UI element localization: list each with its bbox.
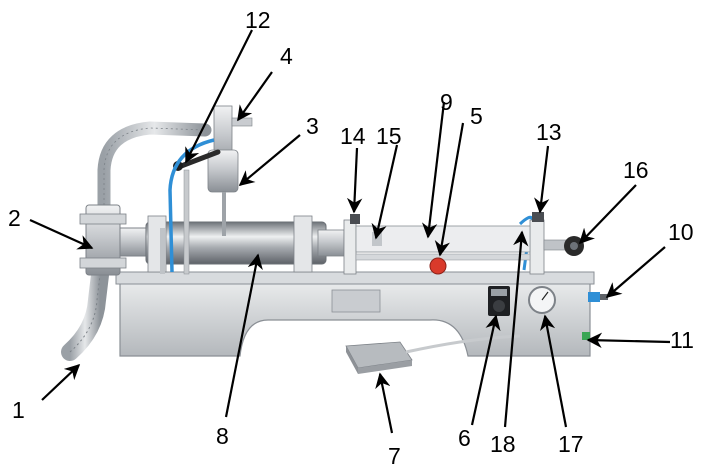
leader-7 [380,374,392,433]
callout-label-4: 4 [280,43,293,69]
leader-11 [588,340,670,342]
leader-15 [376,145,397,238]
callout-label-1: 1 [12,397,25,423]
leader-3 [240,135,300,185]
leader-16 [580,185,636,243]
fitting-13 [532,212,544,222]
filling-head [208,106,252,236]
leader-14 [354,148,357,212]
pressure-gauge [529,287,555,313]
callout-label-12: 12 [245,7,271,33]
machine-illustration [70,106,608,374]
callout-label-5: 5 [470,103,483,129]
callout-label-13: 13 [536,119,562,145]
callout-label-15: 15 [376,123,402,149]
callout-label-14: 14 [340,123,366,149]
callout-label-9: 9 [440,89,453,115]
callout-label-7: 7 [388,443,401,468]
callout-label-8: 8 [216,423,229,449]
callout-label-11: 11 [670,327,694,353]
leader-4 [238,72,272,120]
callout-label-17: 17 [558,431,584,457]
callout-label-18: 18 [490,431,516,457]
counter-display [488,286,510,316]
air-inlet [588,292,608,302]
leader-1 [42,365,79,400]
callout-label-6: 6 [458,425,471,451]
tee-valve [80,205,148,275]
leader-10 [607,247,665,297]
outlet-fitting [582,332,590,340]
foot-pedal [346,342,412,374]
callout-label-10: 10 [668,219,694,245]
red-knob [430,258,446,274]
handwheel [544,236,584,256]
leader-13 [540,146,548,212]
fitting-14 [350,214,360,224]
callout-label-16: 16 [623,157,649,183]
callout-label-3: 3 [306,113,319,139]
return-hose [104,128,205,205]
inlet-hose [70,275,100,352]
leader-9 [428,102,444,237]
nameplate [332,290,380,312]
callout-label-2: 2 [8,205,21,231]
